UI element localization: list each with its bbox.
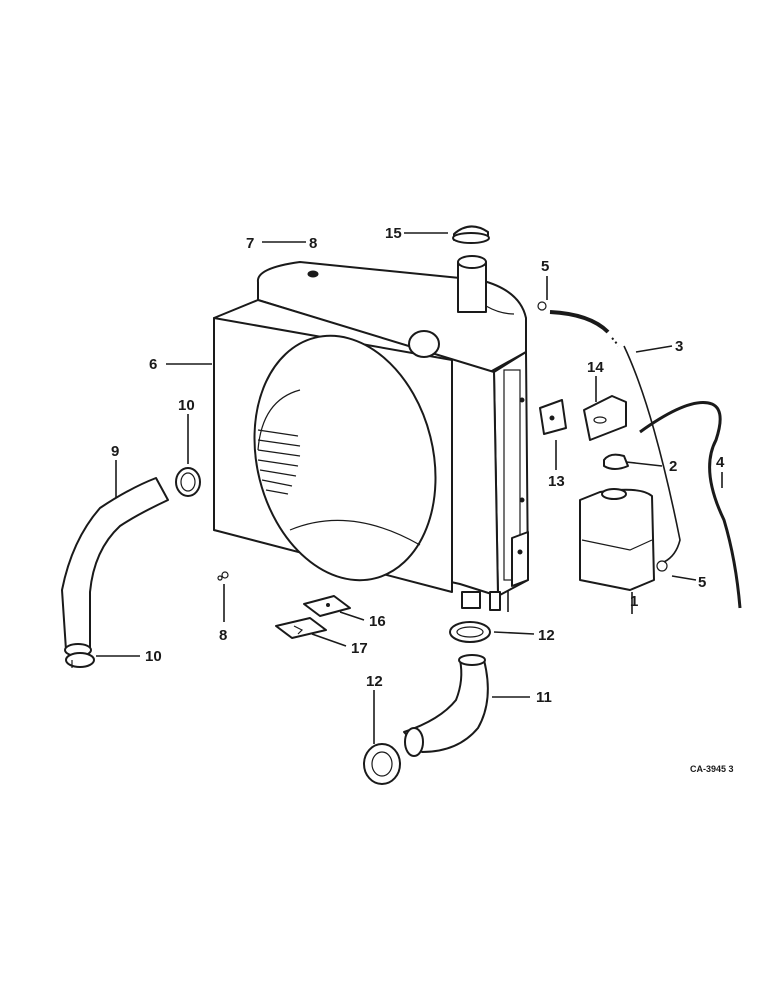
hose-clamp-bottom	[363, 743, 401, 785]
bracket-gasket	[539, 399, 567, 435]
lower-hose	[403, 654, 489, 757]
callout-9: 9	[111, 443, 119, 460]
radiator-cap	[452, 225, 490, 244]
callout-8-top: 8	[309, 235, 317, 252]
callout-1: 1	[630, 593, 638, 610]
figure-code: CA-3945 3	[690, 764, 734, 774]
callout-2: 2	[669, 458, 677, 475]
callout-16: 16	[369, 613, 386, 630]
screw	[217, 571, 229, 581]
hose-clamp-lower-right	[449, 621, 491, 643]
shim-17	[275, 617, 327, 639]
callout-7: 7	[246, 235, 254, 252]
callout-4: 4	[716, 454, 725, 471]
shim-16	[303, 595, 351, 617]
callout-13: 13	[548, 473, 565, 490]
mounting-bracket	[583, 395, 627, 441]
callout-14: 14	[587, 359, 604, 376]
callout-8-bottom: 8	[219, 627, 227, 644]
callout-12-right: 12	[538, 627, 555, 644]
radiator-assembly	[213, 255, 529, 612]
callout-labels: 1 2 3 4 5 5 6 7 8 8 9 10 10 11 12 12 13 …	[111, 225, 734, 774]
callout-11: 11	[536, 689, 552, 706]
overflow-hoses	[537, 301, 742, 609]
callout-5-bottom: 5	[698, 574, 706, 591]
core-shading	[257, 429, 301, 495]
callout-3: 3	[675, 338, 683, 355]
leader-lines	[96, 232, 723, 744]
coolant-reservoir	[579, 488, 655, 591]
callout-12-bottom: 12	[366, 673, 383, 690]
callout-5-top: 5	[541, 258, 549, 275]
hose-clamp-lower-left	[65, 652, 95, 668]
callout-6: 6	[149, 356, 157, 373]
upper-hose	[61, 477, 169, 657]
callout-10-bottom: 10	[145, 648, 162, 665]
callout-10-top: 10	[178, 397, 195, 414]
reservoir-cap	[603, 453, 629, 470]
callout-17: 17	[351, 640, 368, 657]
callout-15: 15	[385, 225, 402, 242]
hose-clamp-upper-left	[175, 467, 201, 497]
